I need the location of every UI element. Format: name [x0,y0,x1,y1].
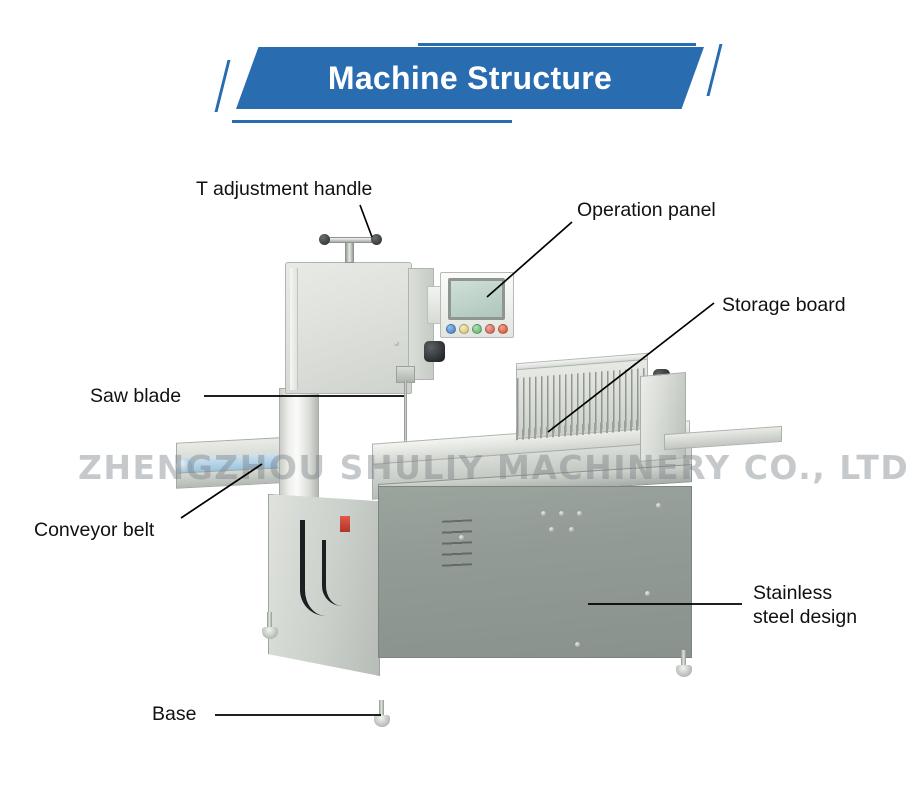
body-bolt [541,511,546,516]
cabinet-bolt [394,341,399,346]
body-bolt [645,591,650,596]
saw-head-cabinet [285,262,412,394]
body-bolt [559,511,564,516]
callout-operation-panel: Operation panel [577,199,716,221]
body-bolt [577,511,582,516]
operation-panel-screen[interactable] [448,278,505,320]
body-cabinet [378,486,692,658]
saw-head-cabinet-side [408,268,434,380]
panel-button-blue[interactable] [446,324,456,334]
ventilation-louvers [442,519,472,567]
power-switch[interactable] [340,516,350,532]
page-title: Machine Structure [327,59,613,96]
operation-panel-buttons [446,324,510,336]
tension-knob[interactable] [424,341,445,362]
body-bolt [549,527,554,532]
callout-storage-board: Storage board [722,294,846,316]
callout-line-2: steel design [753,606,858,628]
callout-base: Base [152,703,197,725]
callout-saw-blade: Saw blade [90,385,182,407]
power-cable [300,520,326,616]
hydraulic-hose [322,540,342,606]
callout-conveyor-belt: Conveyor belt [34,519,155,541]
callout-t-adjustment-handle: T adjustment handle [196,178,373,200]
panel-button-red[interactable] [485,324,495,334]
banner-top-rule [418,43,696,46]
body-bolt [656,503,661,508]
t-handle-stem[interactable] [345,240,354,263]
body-bolt [569,527,574,532]
t-handle-knob-right[interactable] [371,234,382,245]
t-handle-knob-left[interactable] [319,234,330,245]
t-handle-bar[interactable] [327,237,373,243]
banner-shape [236,47,704,109]
company-watermark: ZHENGZHOU SHULIY MACHINERY CO., LTD [78,448,910,487]
body-bolt [575,642,580,647]
panel-button-green[interactable] [472,324,482,334]
callout-stainless-steel-design: Stainless steel design [753,581,893,629]
panel-button-stop[interactable] [498,324,508,334]
banner-bottom-rule [232,120,512,123]
title-banner: Machine Structure [0,0,920,150]
callout-line-1: Stainless [753,582,833,604]
saw-blade [404,380,407,444]
panel-button-yellow[interactable] [459,324,469,334]
